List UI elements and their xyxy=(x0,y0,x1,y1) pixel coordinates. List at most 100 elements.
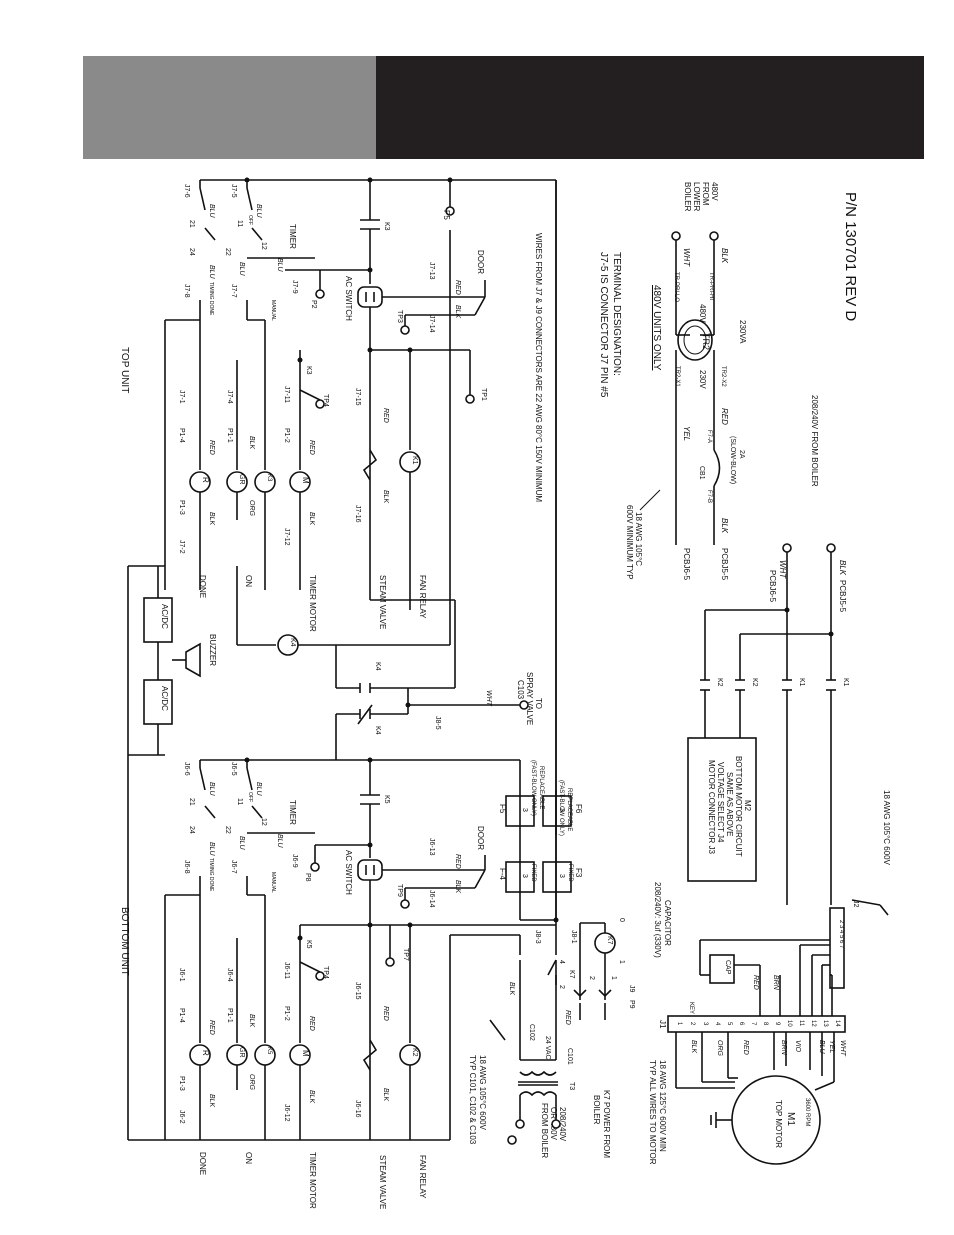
j2-label: J2 xyxy=(852,900,859,908)
from-lower-1: 480V xyxy=(710,182,719,201)
part-number-title: P/N 130701 REV D xyxy=(842,192,859,321)
top-side-fan-relay: FAN RELAY xyxy=(418,575,427,619)
bot-red-steam: RED xyxy=(382,1006,389,1021)
bot-blu-5: BLU xyxy=(208,842,215,857)
k7-red: RED xyxy=(564,1010,571,1025)
k1-a: K1 xyxy=(842,678,849,687)
bot-j6-5: J6-5 xyxy=(230,762,237,776)
k7-power-note-2: BOILER xyxy=(592,1095,601,1125)
f4-fixed: FIXED xyxy=(530,864,536,882)
bot-r: R xyxy=(201,1050,210,1056)
mw-red: RED xyxy=(742,1040,749,1055)
top-j7-1: J7-1 xyxy=(178,390,185,404)
bot-blu-3: BLU xyxy=(238,836,245,851)
top-blu-4: BLU xyxy=(276,258,283,273)
bot-side-on: ON xyxy=(244,1152,253,1164)
bot-off: OFF xyxy=(247,792,253,802)
mw-yel: YEL xyxy=(828,1040,835,1053)
top-ac-switch: AC SWITCH xyxy=(344,276,353,321)
j2-pins: 2 3 4 5 6 7 xyxy=(838,920,844,949)
f7a: F7-A xyxy=(706,430,712,443)
top-side-on: ON xyxy=(244,575,253,587)
bot-ac-switch: AC SWITCH xyxy=(344,850,353,895)
top-p1-4: P1-4 xyxy=(178,428,185,443)
j1-pin-4: 4 xyxy=(714,1022,720,1026)
t3: T3 xyxy=(568,1082,575,1090)
bot-j6-11: J6-11 xyxy=(283,962,290,979)
tr2-blk2: BLK xyxy=(720,518,729,534)
cap-label: CAP xyxy=(724,960,731,975)
cb-rating-1: 2A xyxy=(738,450,745,459)
bot-j6-2: J6-2 xyxy=(178,1110,185,1124)
bot-manual: MANUAL xyxy=(270,872,276,893)
capacitor-2: 208/240V: 3uf (330V) xyxy=(653,882,662,958)
j1-pin-14: 14 xyxy=(834,1020,840,1027)
buzzer: BUZZER xyxy=(208,634,217,666)
bot-tp9: TP9 xyxy=(396,884,403,897)
bot-blk-door: BLK xyxy=(454,880,461,894)
bot-side-steam-valve: STEAM VALVE xyxy=(378,1155,387,1209)
m2-line5: MOTOR CONNECTOR J3 xyxy=(707,760,716,854)
top-blk-door: BLK xyxy=(454,305,461,319)
tr2-lo: TR-PRI-LO xyxy=(673,272,679,302)
middle-section: AC/DC AC/DC BUZZER K4 K4 WHT TO SPRAY VA… xyxy=(127,230,543,760)
top-org: ORG xyxy=(248,500,255,517)
bot-n11: 11 xyxy=(236,798,243,805)
top-j7-2: J7-2 xyxy=(178,540,185,554)
bot-j6-16: J6-16 xyxy=(354,1100,361,1118)
m2-line1: M2 xyxy=(743,800,752,812)
top-timing-done: TIMING DONE xyxy=(208,282,214,316)
k4-contact-a: K4 xyxy=(374,662,381,671)
top-manual: MANUAL xyxy=(270,300,276,321)
f3: F3 xyxy=(574,868,583,878)
bot-m: M xyxy=(301,1050,310,1057)
top-blu-1: BLU xyxy=(208,204,215,219)
j1-pin-12: 12 xyxy=(810,1020,816,1027)
motor-pcbj5: PCBJ5-5 xyxy=(838,580,847,613)
bot-k2: K2 xyxy=(411,1048,418,1057)
top-side-steam-valve: STEAM VALVE xyxy=(378,575,387,629)
bot-blk-m: BLK xyxy=(308,1090,315,1104)
k7-n0: 0 xyxy=(618,918,625,922)
acdc-2: AC/DC xyxy=(160,686,169,711)
transformer-tr2: 480V FROM LOWER BOILER BLK WHT TR-PRI-HI… xyxy=(639,182,747,581)
top-blk-m: BLK xyxy=(308,512,315,526)
bot-org: ORG xyxy=(248,1074,255,1091)
boiler-power-3: FROM BOILER xyxy=(540,1103,549,1158)
motor-wht: WHT xyxy=(778,560,787,579)
k7-power-note-1: K7 POWER FROM xyxy=(602,1090,611,1158)
motor-blk: BLK xyxy=(838,560,847,576)
f5-1: F5 xyxy=(498,804,507,814)
bot-p1-3: P1-3 xyxy=(178,1076,185,1091)
f6-1: F6 xyxy=(574,804,583,814)
bot-n12: 12 xyxy=(260,818,267,826)
bot-p1-4: P1-4 xyxy=(178,1008,185,1023)
bot-timer: TIMER xyxy=(288,800,297,825)
top-j7-12: J7-12 xyxy=(283,528,290,546)
mw-brn: BRN xyxy=(780,1040,787,1056)
k4-coil: K4 xyxy=(289,638,296,647)
tr2-yel: YEL xyxy=(682,426,691,441)
top-n12: 12 xyxy=(260,242,267,250)
m2-line3: SAME AS ABOVE xyxy=(725,772,734,836)
bot-side-timer-motor: TIMER MOTOR xyxy=(308,1152,317,1209)
cap-brn: BRN xyxy=(772,975,779,991)
top-k1: K1 xyxy=(411,456,418,465)
acdc-1: AC/DC xyxy=(160,604,169,629)
top-p2: P2 xyxy=(310,300,317,309)
mw-blk: BLK xyxy=(690,1040,697,1054)
bot-k5: K5 xyxy=(383,795,390,804)
bot-p8: P8 xyxy=(304,873,311,882)
cb-rating-2: (SLOW-BLOW) xyxy=(729,436,736,484)
tr2-480v: 480V xyxy=(698,304,707,323)
top-j7-5: J7-5 xyxy=(230,184,237,198)
bot-j6-15: J6-15 xyxy=(354,982,361,1000)
from-lower-3: LOWER xyxy=(692,182,701,212)
bot-tp7: TP7 xyxy=(402,948,409,961)
j1-pin-10: 10 xyxy=(786,1020,792,1027)
mw-wht: WHT xyxy=(839,1040,846,1057)
top-j7-7: J7-7 xyxy=(230,284,237,298)
top-j7-15: J7-15 xyxy=(354,388,361,406)
motor-pcbj6: PCBJ6-5 xyxy=(768,570,777,603)
